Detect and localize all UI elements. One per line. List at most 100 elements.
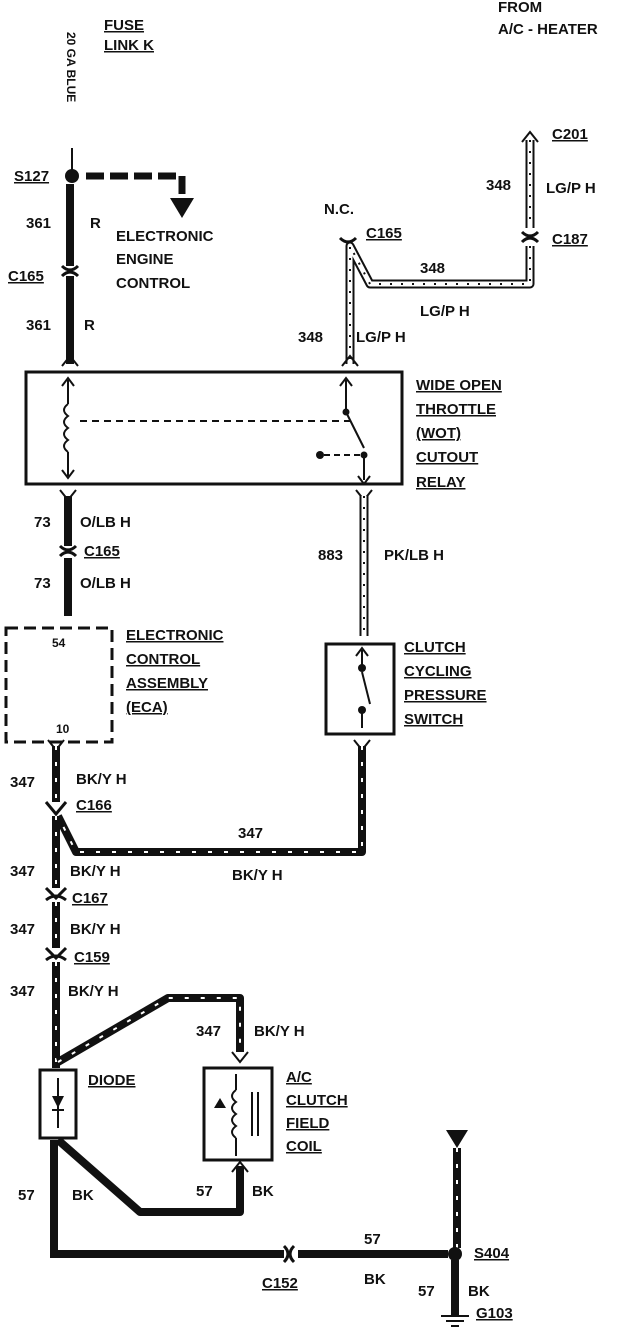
relay-coil-arrow-bottom [61,469,75,480]
wot-relay-label-3: (WOT) [416,425,461,442]
connector-c165-mid-label: C165 [84,543,120,560]
ccps-label-3: PRESSURE [404,687,487,704]
wire-57-color-d: BK [468,1283,490,1300]
connector-c201-label: C201 [552,126,588,143]
connector-c165-mid [58,544,78,558]
wire-347-branch-dash [57,997,241,1063]
wire-57-color-b: BK [252,1183,274,1200]
wot-relay-box [24,370,404,486]
connector-c166-label: C166 [76,797,112,814]
eca-label-4: (ECA) [126,699,168,716]
wire-348-color-b: LG/P H [420,303,470,320]
ccps-blade [361,671,371,705]
wire-348-num-a: 348 [486,177,511,194]
ground-g103-label: G103 [476,1305,513,1322]
wire-347-color-e: BK/Y H [68,983,119,1000]
ground-feed-arrow [446,1130,468,1148]
eca-pin-10: 10 [56,722,70,736]
eec-label-1: ELECTRONIC [116,228,214,245]
splice-s127-dot [65,169,79,183]
wot-relay-label-4: CUTOUT [416,449,478,466]
wire-347-num-b: 347 [238,825,263,842]
wire-347-color-c: BK/Y H [70,863,121,880]
eca-box [4,626,114,744]
eca-label-2: CONTROL [126,651,200,668]
wire-361-color-a: R [90,215,101,232]
wire-57-num-b: 57 [196,1183,213,1200]
ground-symbol-icon [441,1315,469,1327]
eca-label-1: ELECTRONIC [126,627,224,644]
wire-73-color-a: O/LB H [80,514,131,531]
eec-label-3: CONTROL [116,275,190,292]
ac-clutch-label-2: CLUTCH [286,1092,348,1109]
wire-347-num-e: 347 [10,983,35,1000]
splice-s127-label: S127 [14,168,49,185]
connector-c152 [282,1244,296,1264]
connector-c187-top [520,230,540,244]
wot-relay-label-5: RELAY [416,474,465,491]
wire-57-num-c: 57 [364,1231,381,1248]
wire-348-color-a: LG/P H [546,180,596,197]
wire-57-color-a: BK [72,1187,94,1204]
connector-c187-top-label: C187 [552,231,588,248]
connector-c166 [44,801,68,817]
ac-clutch-label-4: COIL [286,1138,322,1155]
ac-clutch-box [202,1066,274,1162]
wire-57-num-a: 57 [18,1187,35,1204]
ccps-contact-top [358,664,366,672]
splice-s404-dot [448,1247,462,1261]
eec-arrow [170,198,194,218]
relay-contact-nc [316,451,324,459]
wire-57-clutch-arrow [231,1160,249,1173]
eca-label-3: ASSEMBLY [126,675,208,692]
wire-347-color-f: BK/Y H [254,1023,305,1040]
wire-347-num-f: 347 [196,1023,221,1040]
wire-347-num-c: 347 [10,863,35,880]
wire-347-color-a: BK/Y H [76,771,127,788]
wire-73-num-a: 73 [34,514,51,531]
relay-switch-arrow-top [339,376,353,387]
wire-361-num-b: 361 [26,317,51,334]
wire-73-num-b: 73 [34,575,51,592]
ac-clutch-coil-icon [231,1089,238,1139]
wire-361-num-a: 361 [26,215,51,232]
connector-c159-label: C159 [74,949,110,966]
connector-c165-top-right [338,236,358,244]
wire-347-num-a: 347 [10,774,35,791]
connector-c159 [44,946,68,962]
wire-gauge-label: 20 GA BLUE [64,32,78,102]
wire-348-num-b: 348 [420,260,445,277]
wire-348-num-c: 348 [298,329,323,346]
wire-361-color-b: R [84,317,95,334]
connector-c165-left-label: C165 [8,268,44,285]
wire-348-terminal-arrow [341,354,359,367]
diode-label: DIODE [88,1072,136,1089]
wire-347-loop [54,746,366,856]
wire-347-num-d: 347 [10,921,35,938]
wire-361-terminal-arrow [61,354,79,367]
ccps-label-4: SWITCH [404,711,463,728]
wire-57-diode-to-clutch [55,1136,244,1216]
fuse-link-label-2: LINK K [104,37,154,54]
eec-link-wire [86,172,186,198]
relay-coil-icon [63,403,70,453]
eec-label-2: ENGINE [116,251,174,268]
wire-883-color: PK/LB H [384,547,444,564]
connector-c152-label: C152 [262,1275,298,1292]
wire-57-num-d: 57 [418,1283,435,1300]
eca-pin-54: 54 [52,636,66,650]
wire-347-color-d: BK/Y H [70,921,121,938]
fuse-link-label-1: FUSE [104,17,144,34]
wot-relay-label-2: THROTTLE [416,401,496,418]
relay-coil-arrow-top [61,376,75,387]
wire-348-horizontal-dots [349,245,531,364]
wot-relay-label-1: WIDE OPEN [416,377,502,394]
relay-switch-blade [345,411,365,449]
ccps-label-1: CLUTCH [404,639,466,656]
ccps-box [324,642,396,736]
from-ac-heater-2: A/C - HEATER [498,21,598,38]
wire-347-color-b: BK/Y H [232,867,283,884]
wire-57-color-c: BK [364,1271,386,1288]
ac-clutch-arrow-icon [214,1098,226,1108]
connector-c165-top-right-label: C165 [366,225,402,242]
